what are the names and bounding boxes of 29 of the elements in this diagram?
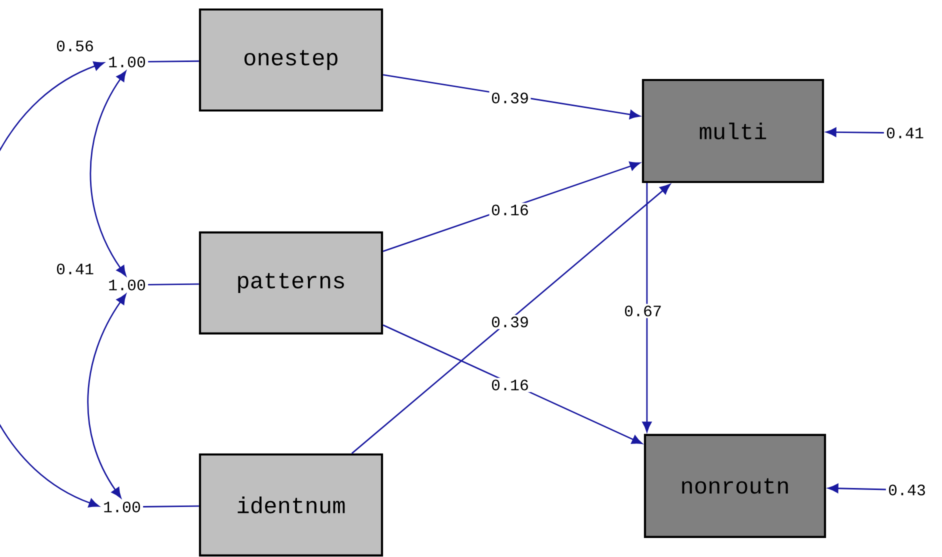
path-arrow [351,184,670,454]
variable-box: nonroutn [644,434,826,538]
value-label: 0.43 [888,484,925,496]
value-label: 0.41 [886,128,924,138]
path-arrow [642,183,652,432]
value-label: 1.00 [109,280,145,290]
covariance-arrow [87,294,126,498]
connector-line [148,283,199,286]
value-label: 0.56 [57,40,93,52]
value-label: 1.00 [109,56,145,68]
edge-label: 0.16 [489,202,531,218]
covariance-arrow [0,62,104,508]
edge-label: 0.67 [622,304,664,318]
path-arrow [826,128,884,137]
edge-label: 0.39 [489,90,531,106]
covariance-arrow [90,70,126,276]
variable-box: patterns [198,231,384,335]
edge-label: 0.16 [489,378,531,392]
edge-label: 0.39 [489,314,531,330]
path-arrow [828,484,886,494]
value-label: 1.00 [104,502,140,512]
connector-line [143,505,199,508]
variable-box: identnum [198,453,384,557]
path-arrow [382,162,640,252]
path-arrow [382,324,642,444]
value-label: 0.41 [57,264,94,274]
variable-box: onestep [198,8,384,112]
connector-line [148,60,199,62]
variable-box: multi [642,78,824,184]
